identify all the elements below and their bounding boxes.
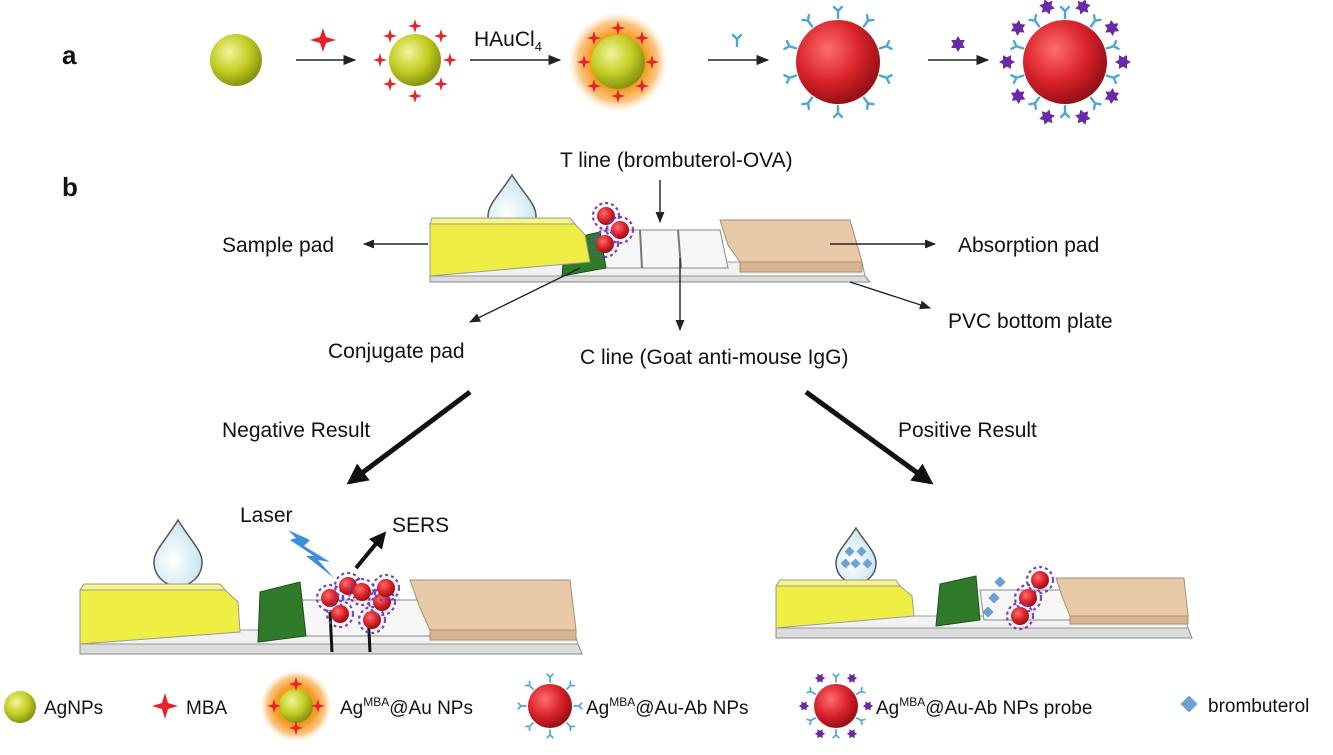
label-absorption-pad: Absorption pad [958,234,1099,257]
scheme-a: HAuCl4 [210,0,1131,127]
arrow-negative-result [346,390,472,485]
label-pvc-plate: PVC bottom plate [948,310,1113,333]
arrow-sers-signal [354,531,387,570]
legend: AgNPs MBA AgMBA@Au NPs Ag [4,670,1309,742]
legend-brombuterol-label: brombuterol [1208,696,1309,717]
label-c-line: C line (Goat anti-mouse IgG) [580,346,848,369]
label-sers: SERS [392,514,449,537]
panel-label-a: a [62,40,77,70]
sample-drop-with-brombuterol-icon [835,526,877,584]
label-sample-pad: Sample pad [222,234,334,257]
mba-reagent-icon [310,28,336,52]
antibody-reagent-icon [731,33,743,48]
test-strip-positive [775,526,1193,639]
probe-reagent-icon [951,36,965,52]
agnp-mba-particle [373,19,457,103]
legend-brombuterol-icon [1180,695,1198,713]
legend-agauab-label: AgMBA@Au-Ab NPs [586,695,749,719]
label-laser: Laser [240,504,293,527]
probe-particle [999,0,1131,127]
agnp-particle [210,34,262,86]
legend-mba-icon [152,693,178,719]
ag-au-particle [568,12,668,112]
label-t-line: T line (brombuterol-OVA) [560,149,793,172]
sample-drop-icon-negative [153,518,203,587]
label-conjugate-pad: Conjugate pad [328,340,465,363]
legend-agnps-label: AgNPs [44,698,103,719]
arrow-pvc-plate [849,281,932,310]
legend-agauab-icon [517,673,583,739]
arrow-positive-result [804,389,934,485]
laser-bolt-icon [288,530,334,578]
legend-agnps-icon [4,691,36,723]
reagent-label: HAuCl4 [474,28,542,54]
arrow-conjugate-pad [468,267,581,323]
ag-au-ab-particle [783,5,893,119]
label-positive-result: Positive Result [898,419,1037,442]
legend-probe-icon [798,671,874,741]
test-strip-negative [78,518,583,655]
legend-agau-icon [260,670,332,742]
legend-agau-label: AgMBA@Au NPs [340,695,473,719]
test-strip-main [429,173,872,283]
legend-probe-label: AgMBA@Au-Ab NPs probe [876,695,1092,719]
legend-mba-label: MBA [186,698,228,719]
panel-label-b: b [62,172,78,202]
label-negative-result: Negative Result [222,419,370,442]
